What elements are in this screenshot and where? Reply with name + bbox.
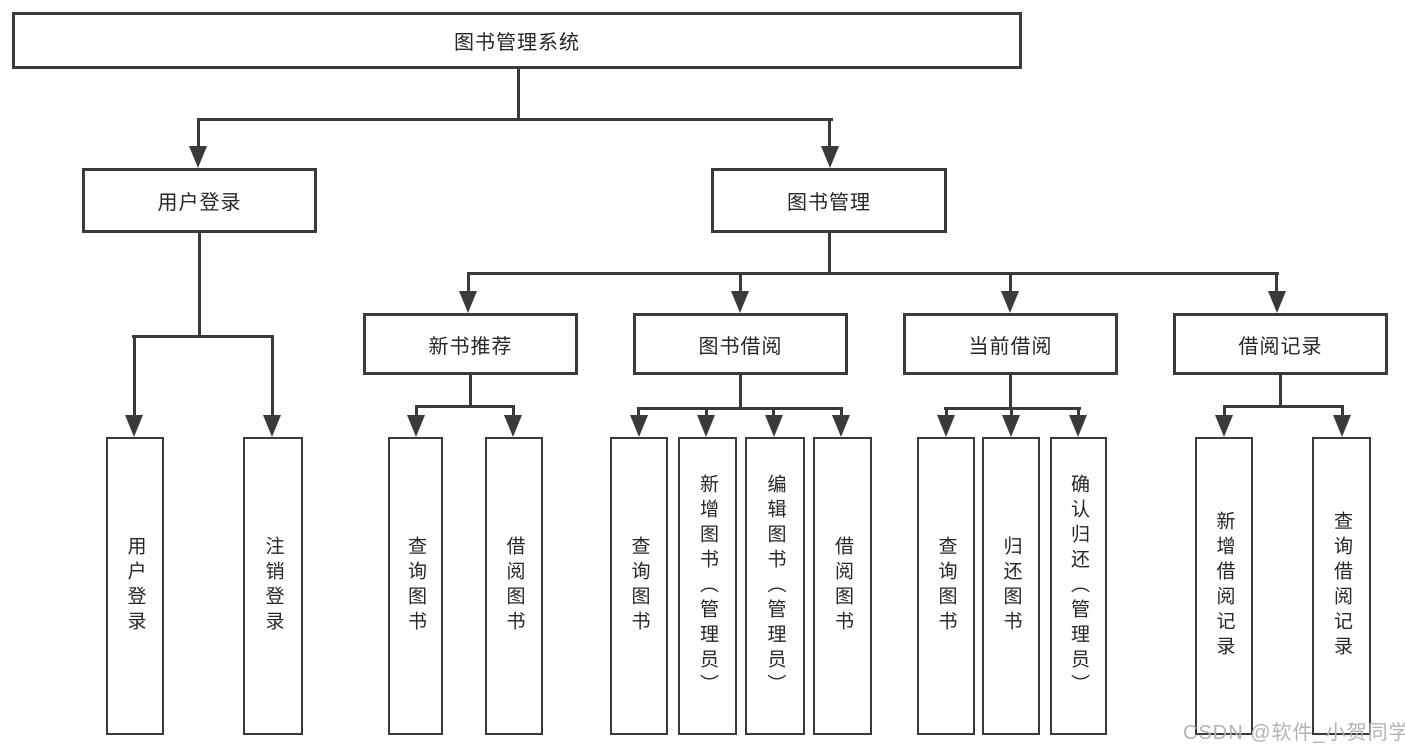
connector-line	[637, 407, 640, 419]
leaf-add-book-admin: 新增图书（管理员）	[678, 437, 737, 735]
leaf-query-book-current-label: 查询图书	[935, 536, 957, 636]
arrowhead-icon	[189, 146, 207, 168]
arrowhead-icon	[459, 291, 477, 313]
arrowhead-icon	[731, 291, 749, 313]
leaf-add-borrow-record-label: 新增借阅记录	[1213, 511, 1235, 661]
leaf-return-book-label: 归还图书	[1000, 536, 1022, 636]
connector-line	[828, 118, 831, 148]
connector-line	[705, 407, 708, 419]
node-borrow-record: 借阅记录	[1173, 313, 1388, 375]
leaf-query-book-borrow-label: 查询图书	[628, 536, 650, 636]
leaf-borrow-book-recommend: 借阅图书	[485, 437, 543, 735]
leaf-query-borrow-record: 查询借阅记录	[1312, 437, 1371, 735]
arrowhead-icon	[1002, 415, 1020, 437]
arrowhead-icon	[1333, 415, 1351, 437]
leaf-query-book-borrow: 查询图书	[610, 437, 668, 735]
arrowhead-icon	[263, 415, 281, 437]
connector-line	[1077, 407, 1080, 419]
leaf-borrow-book-recommend-label: 借阅图书	[503, 536, 525, 636]
connector-line	[1275, 272, 1278, 294]
leaf-query-book-recommend-label: 查询图书	[405, 536, 426, 636]
node-new-book-recommend-label: 新书推荐	[428, 335, 513, 358]
connector-line	[739, 375, 742, 409]
connector-line	[828, 233, 831, 274]
leaf-confirm-return-admin-label: 确认归还（管理员）	[1068, 473, 1089, 699]
node-book-management: 图书管理	[711, 168, 947, 233]
node-library-system: 图书管理系统	[12, 12, 1022, 69]
connector-line	[772, 407, 775, 419]
connector-line	[1223, 405, 1226, 419]
arrowhead-icon	[697, 415, 715, 437]
arrowhead-icon	[1001, 291, 1019, 313]
node-book-borrow: 图书借阅	[633, 313, 848, 375]
leaf-logout: 注销登录	[243, 437, 303, 735]
arrowhead-icon	[832, 415, 850, 437]
arrowhead-icon	[125, 415, 143, 437]
arrowhead-icon	[504, 415, 522, 437]
connector-line	[415, 405, 515, 408]
node-library-system-label: 图书管理系统	[454, 32, 580, 54]
node-new-book-recommend: 新书推荐	[363, 313, 578, 375]
arrowhead-icon	[821, 146, 839, 168]
arrowhead-icon	[765, 415, 783, 437]
connector-line	[840, 407, 843, 419]
connector-line	[197, 118, 200, 148]
arrowhead-icon	[630, 415, 648, 437]
connector-line	[1009, 272, 1012, 294]
node-book-management-label: 图书管理	[787, 192, 871, 214]
node-user-login-label: 用户登录	[157, 192, 242, 214]
arrowhead-icon	[1215, 415, 1233, 437]
connector-line	[198, 233, 201, 337]
node-user-login: 用户登录	[82, 168, 317, 233]
leaf-confirm-return-admin: 确认归还（管理员）	[1050, 437, 1107, 735]
connector-line	[517, 68, 520, 120]
leaf-borrow-book: 借阅图书	[813, 437, 872, 735]
leaf-logout-label: 注销登录	[262, 536, 284, 636]
arrowhead-icon	[407, 415, 425, 437]
connector-line	[132, 335, 274, 338]
connector-line	[133, 335, 136, 417]
leaf-return-book: 归还图书	[982, 437, 1040, 735]
connector-line	[512, 405, 515, 419]
node-book-borrow-label: 图书借阅	[698, 335, 783, 358]
arrowhead-icon	[937, 415, 955, 437]
connector-line	[271, 335, 274, 417]
leaf-edit-book-admin: 编辑图书（管理员）	[745, 437, 805, 735]
connector-line	[1223, 405, 1344, 408]
leaf-user-login-label: 用户登录	[124, 536, 146, 636]
connector-line	[1010, 407, 1013, 419]
arrowhead-icon	[1268, 291, 1286, 313]
connector-line	[1279, 375, 1282, 407]
arrowhead-icon	[1069, 415, 1087, 437]
node-current-borrow-label: 当前借阅	[968, 335, 1053, 358]
connector-line	[469, 375, 472, 407]
connector-line	[197, 118, 833, 121]
csdn-watermark: CSDN @软件_小贺同学	[1183, 722, 1405, 744]
connector-line	[945, 407, 948, 419]
leaf-borrow-book-label: 借阅图书	[832, 536, 853, 636]
connector-line	[467, 272, 470, 294]
leaf-query-book-recommend: 查询图书	[388, 437, 443, 735]
leaf-add-book-admin-label: 新增图书（管理员）	[697, 473, 718, 699]
leaf-edit-book-admin-label: 编辑图书（管理员）	[764, 473, 786, 699]
node-borrow-record-label: 借阅记录	[1238, 335, 1323, 358]
leaf-user-login: 用户登录	[106, 437, 164, 735]
leaf-query-borrow-record-label: 查询借阅记录	[1331, 511, 1352, 661]
connector-line	[415, 405, 418, 419]
node-current-borrow: 当前借阅	[903, 313, 1118, 375]
connector-line	[467, 272, 1279, 275]
connector-line	[739, 272, 742, 294]
connector-line	[1341, 405, 1344, 419]
leaf-add-borrow-record: 新增借阅记录	[1195, 437, 1253, 735]
connector-line	[1009, 375, 1012, 409]
leaf-query-book-current: 查询图书	[917, 437, 975, 735]
connector-line	[637, 407, 843, 410]
